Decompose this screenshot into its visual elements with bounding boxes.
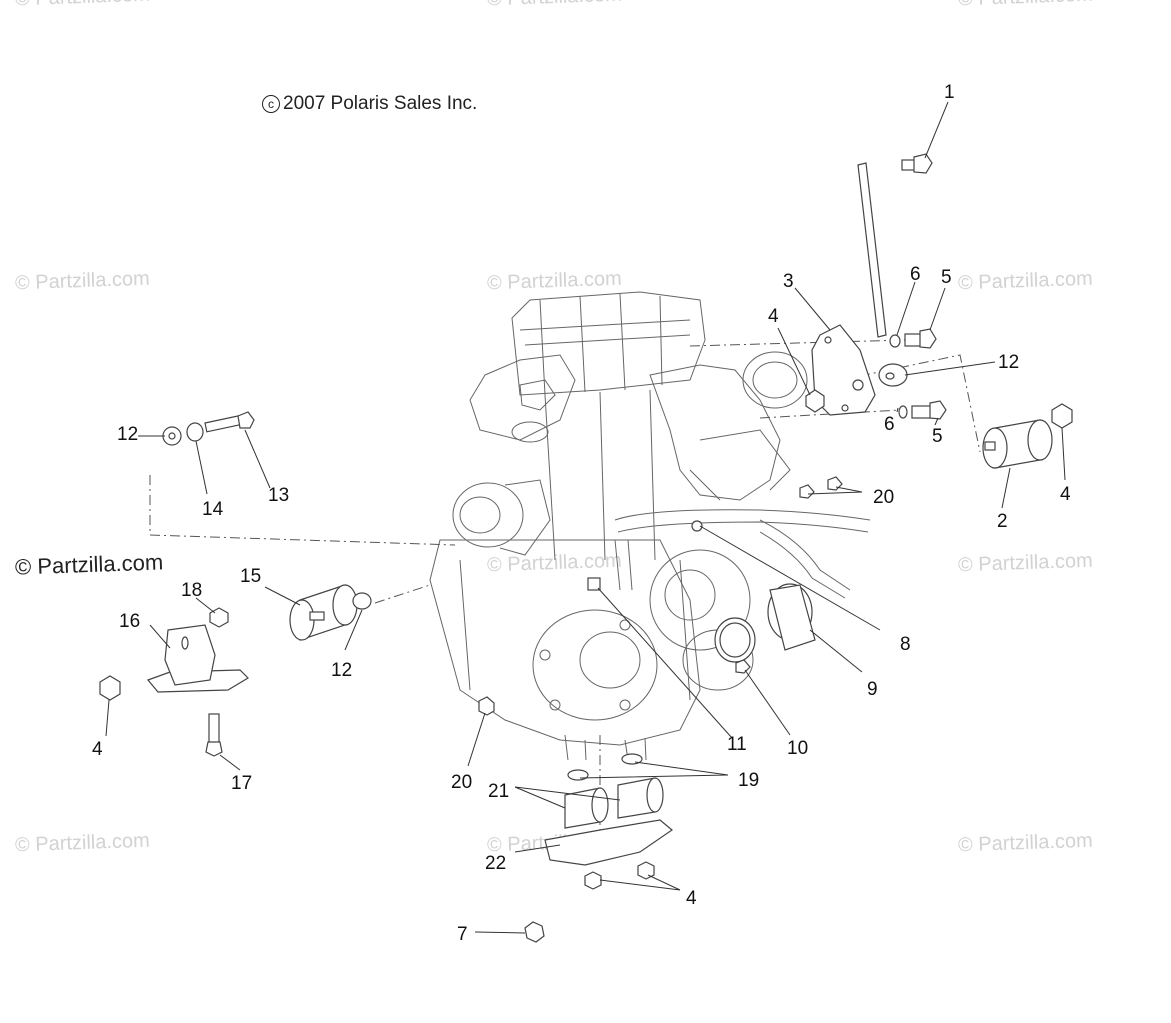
callout-label: 14 bbox=[202, 499, 224, 520]
callout-label: 15 bbox=[240, 566, 261, 587]
callout-label: 12 bbox=[117, 424, 138, 445]
part-2-mount bbox=[982, 419, 1053, 469]
copyright-text: 2007 Polaris Sales Inc. bbox=[283, 93, 478, 114]
callout-label: 12 bbox=[998, 352, 1019, 373]
callout-label: 4 bbox=[1060, 484, 1071, 505]
part-15-mount bbox=[289, 584, 358, 641]
callout-label: 16 bbox=[119, 611, 140, 632]
callout-label: 2 bbox=[997, 511, 1008, 532]
callout-label: 4 bbox=[92, 739, 103, 760]
callout-label: 6 bbox=[884, 414, 895, 435]
engine-assembly bbox=[429, 291, 871, 761]
callout-label: 13 bbox=[268, 485, 289, 506]
callout-label: 5 bbox=[932, 426, 943, 447]
callout-label: 9 bbox=[867, 679, 878, 700]
callout-label: 11 bbox=[727, 734, 747, 755]
callout-label: 10 bbox=[787, 738, 808, 759]
callout-label: 21 bbox=[488, 781, 509, 802]
callout-label: 20 bbox=[873, 487, 894, 508]
callout-label: 6 bbox=[910, 264, 921, 285]
callout-label: 4 bbox=[686, 888, 697, 909]
callout-label: 1 bbox=[944, 82, 955, 103]
callout-label: 3 bbox=[783, 271, 794, 292]
part-1-bolt bbox=[901, 153, 933, 174]
callout-label: 12 bbox=[331, 660, 352, 681]
callout-label: 8 bbox=[900, 634, 911, 655]
copyright-symbol: c bbox=[262, 95, 280, 113]
callout-label: 19 bbox=[738, 770, 759, 791]
callout-label: 5 bbox=[941, 267, 952, 288]
callout-label: 17 bbox=[231, 773, 252, 794]
callout-label: 18 bbox=[181, 580, 202, 601]
callout-label: 4 bbox=[768, 306, 779, 327]
callout-label: 7 bbox=[457, 924, 468, 945]
callout-label: 20 bbox=[451, 772, 472, 793]
callout-label: 22 bbox=[485, 853, 506, 874]
